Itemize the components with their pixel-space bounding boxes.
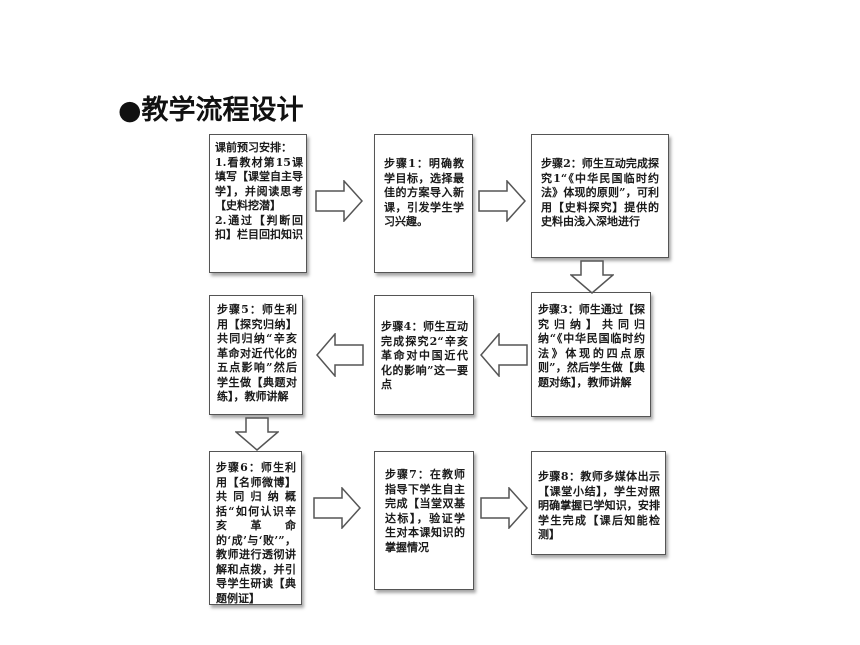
box-step-6-text: 步骤6：师生利用【名师微博】共同归纳概括“如何认识辛亥革命的‘成’与‘败’”，教…: [216, 461, 296, 605]
arrow-right-pre-to-s1: [315, 180, 363, 222]
box-step-5: 步骤5：师生利用【探究归纳】共同归纳“辛亥革命对近代化的五点影响”然后学生做【典…: [209, 295, 303, 415]
box-step-1: 步骤1：明确教学目标，选择最佳的方案导入新课，引发学生学习兴趣。: [374, 134, 473, 273]
arrow-right-s6-to-s7: [313, 487, 361, 529]
arrow-right-s1-to-s2: [478, 180, 526, 222]
box-step-4: 步骤4：师生互动完成探究2“辛亥革命对中国近代化的影响”这一要点: [374, 295, 474, 415]
arrow-left-s4-to-s5: [316, 333, 364, 377]
page-title: ●教学流程设计: [118, 95, 304, 126]
box-step-2-text: 步骤2：师生互动完成探究1“《中华民国临时约法》体现的原则”，可利用【史料探究】…: [541, 157, 659, 228]
box-step-3-text: 步骤3：师生通过【探究归纳】共同归纳“《中华民国临时约法》体现的四点原则”，然后…: [538, 303, 645, 389]
arrow-down-s5-to-s6: [235, 417, 279, 451]
box-step-5-text: 步骤5：师生利用【探究归纳】共同归纳“辛亥革命对近代化的五点影响”然后学生做【典…: [217, 303, 297, 403]
box-step-4-text: 步骤4：师生互动完成探究2“辛亥革命对中国近代化的影响”这一要点: [381, 320, 468, 391]
box-step-8-text: 步骤8：教师多媒体出示【课堂小结】，学生对照明确掌握已学知识，安排学生完成【课后…: [538, 470, 660, 541]
box-step-3: 步骤3：师生通过【探究归纳】共同归纳“《中华民国临时约法》体现的四点原则”，然后…: [531, 292, 651, 417]
arrow-down-s2-to-s3: [570, 260, 614, 294]
arrow-right-s7-to-s8: [480, 487, 528, 529]
arrow-left-s3-to-s4: [480, 333, 528, 377]
box-preview: 课前预习安排： 1.看教材第15课填写【课堂自主导学】，并阅读思考【史料挖潜】 …: [209, 134, 307, 273]
box-step-7-text: 步骤7：在教师指导下学生自主完成【当堂双基达标】，验证学生对本课知识的掌握情况: [385, 468, 465, 554]
box-preview-text: 课前预习安排： 1.看教材第15课填写【课堂自主导学】，并阅读思考【史料挖潜】 …: [215, 141, 303, 241]
box-step-6: 步骤6：师生利用【名师微博】共同归纳概括“如何认识辛亥革命的‘成’与‘败’”，教…: [209, 451, 302, 605]
box-step-1-text: 步骤1：明确教学目标，选择最佳的方案导入新课，引发学生学习兴趣。: [384, 157, 464, 228]
box-step-8: 步骤8：教师多媒体出示【课堂小结】，学生对照明确掌握已学知识，安排学生完成【课后…: [531, 451, 666, 555]
box-step-2: 步骤2：师生互动完成探究1“《中华民国临时约法》体现的原则”，可利用【史料探究】…: [531, 134, 669, 258]
box-step-7: 步骤7：在教师指导下学生自主完成【当堂双基达标】，验证学生对本课知识的掌握情况: [374, 451, 474, 590]
